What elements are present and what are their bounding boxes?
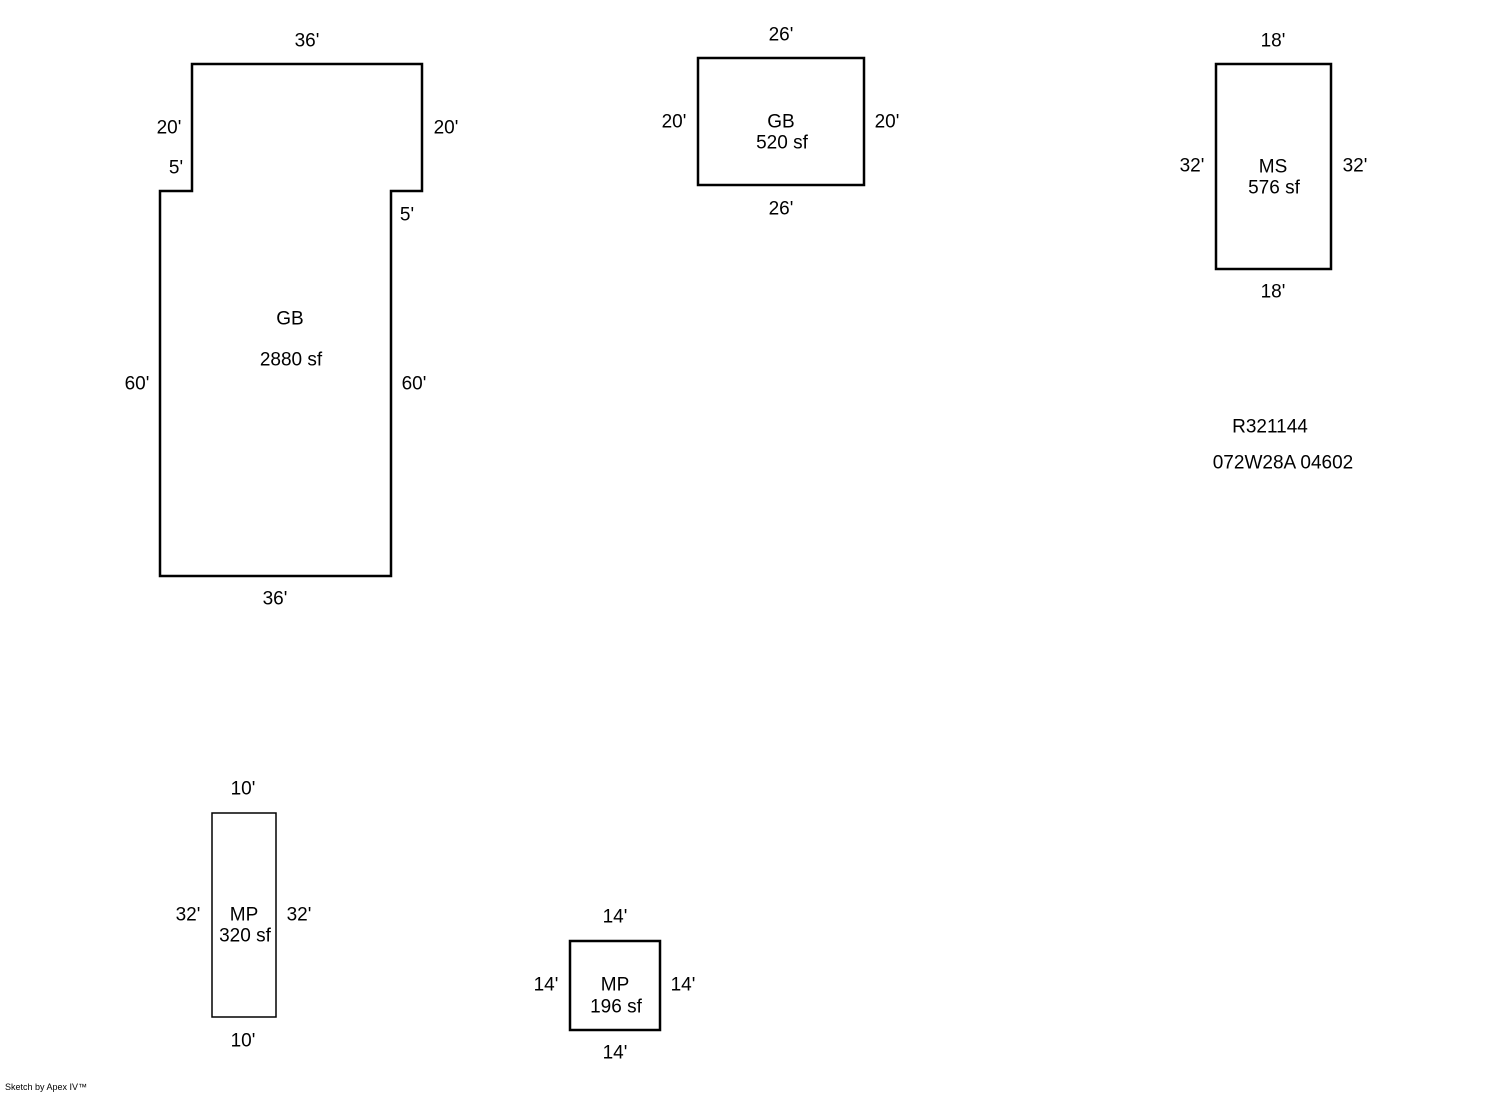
dim-label: 36' <box>294 30 320 52</box>
shape-code: MP <box>600 974 630 996</box>
shape-code: GB <box>767 111 795 133</box>
dim-label: 20' <box>433 117 459 139</box>
dim-label: 32' <box>1342 155 1368 177</box>
dim-label: 18' <box>1260 30 1286 52</box>
dim-label: 20' <box>156 117 182 139</box>
dim-label: 32' <box>1179 155 1205 177</box>
dim-label: 60' <box>124 373 150 395</box>
dim-label: 14' <box>670 974 696 996</box>
dim-label: 18' <box>1260 281 1286 303</box>
dim-label: 14' <box>533 974 559 996</box>
dim-label: 36' <box>262 588 288 610</box>
shape-code: MS <box>1258 156 1288 178</box>
dim-label: 26' <box>768 198 794 220</box>
dim-label: 20' <box>874 111 900 133</box>
parcel-id: R321144 <box>1232 416 1308 438</box>
shape-area: 2880 sf <box>259 349 323 371</box>
shape-gb-2880 <box>158 62 424 578</box>
shape-area: 320 sf <box>219 925 271 947</box>
footer-credit: Sketch by Apex IV™ <box>5 1082 88 1092</box>
dim-label: 26' <box>768 24 794 46</box>
dim-label: 14' <box>602 906 628 928</box>
dim-label: 14' <box>602 1042 628 1064</box>
shape-code: MP <box>229 904 259 926</box>
shape-gb-520 <box>696 56 866 187</box>
dim-label: 20' <box>661 111 687 133</box>
map-taxlot: 072W28A 04602 <box>1212 452 1354 474</box>
dim-label: 60' <box>401 373 427 395</box>
shape-ms-576 <box>1214 62 1333 271</box>
shape-mp-196 <box>568 939 662 1032</box>
shape-area: 520 sf <box>756 132 808 154</box>
shape-code: GB <box>276 308 304 330</box>
dim-label: 5' <box>168 157 184 179</box>
shape-area: 196 sf <box>590 996 642 1018</box>
dim-label: 5' <box>399 204 415 226</box>
shape-mp-320 <box>211 812 277 1018</box>
dim-label: 10' <box>230 1030 256 1052</box>
dim-label: 32' <box>175 904 201 926</box>
dim-label: 32' <box>286 904 312 926</box>
dim-label: 10' <box>230 778 256 800</box>
shape-area: 576 sf <box>1248 177 1300 199</box>
